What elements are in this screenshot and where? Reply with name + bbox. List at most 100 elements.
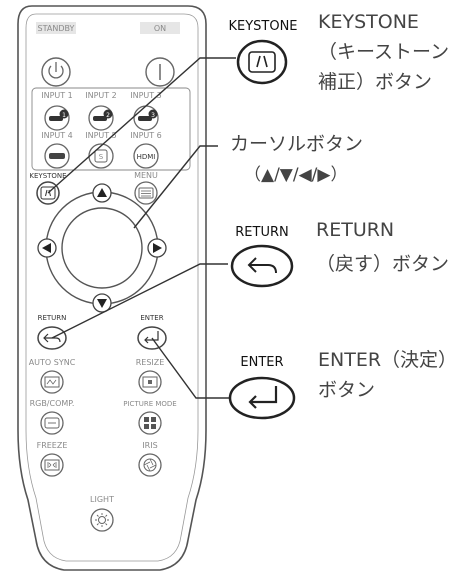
keystone-callout-line-2: （キーストーン (318, 41, 449, 63)
callout-keystone: KEYSTONE KEYSTONE （キーストーン 補正）ボタン (228, 11, 449, 93)
callout-return: RETURN RETURN （戻す）ボタン (230, 219, 449, 288)
input-2-button[interactable]: 2 (88, 105, 114, 131)
auto-sync-button[interactable] (40, 370, 64, 394)
standby-label: STANDBY (38, 24, 75, 33)
enter-leader (151, 337, 230, 399)
input-3-button[interactable]: 3 (133, 105, 159, 131)
input-plug-icon (93, 116, 107, 121)
input-1-badge (59, 109, 69, 119)
enter-callout-line-2: ボタン (318, 379, 375, 401)
enter-label-small: ENTER (140, 314, 163, 322)
return-label-small: RETURN (38, 314, 67, 322)
menu-icon (138, 187, 154, 199)
remote-control: STANDBY ON INPUT 1 INPUT 2 INPUT 3 1 (17, 5, 207, 571)
arrow-up-icon (97, 188, 107, 197)
standby-label-bg (36, 22, 76, 34)
svg-text:1: 1 (62, 112, 66, 119)
enter-callout-line-1: ENTER（決定） (318, 349, 457, 371)
freeze-label: FREEZE (37, 441, 68, 450)
power-icon (48, 62, 64, 79)
resize-icon (142, 376, 158, 388)
rgb-comp-icon (44, 417, 60, 429)
iris-button[interactable] (138, 453, 162, 477)
input-2-label: INPUT 2 (85, 91, 117, 100)
rgb-comp-label: RGB/COMP. (30, 399, 75, 408)
keystone-callout-line-1: KEYSTONE (318, 11, 419, 33)
menu-label-small: MENU (134, 171, 158, 180)
input-1-label: INPUT 1 (41, 91, 73, 100)
resize-label: RESIZE (136, 358, 165, 367)
input-1-button[interactable]: 1 (44, 105, 70, 131)
picture-mode-button[interactable] (138, 411, 162, 435)
freeze-button[interactable] (40, 453, 64, 477)
on-label-bg (140, 22, 180, 34)
component-icon (49, 153, 65, 159)
return-icon (43, 333, 61, 343)
cursor-callout-line-1: カーソルボタン (230, 133, 363, 155)
arrow-left-icon (42, 243, 51, 253)
iris-label: IRIS (142, 441, 157, 450)
input-group-box (31, 87, 191, 171)
keystone-button-large (236, 39, 288, 85)
enter-key-caption: ENTER (240, 355, 283, 370)
standby-button[interactable] (41, 57, 71, 87)
cursor-right-button[interactable] (147, 238, 167, 258)
cursor-pad[interactable] (37, 183, 167, 313)
callout-cursor: カーソルボタン （▲/▼/◀/▶） (230, 133, 363, 185)
callout-enter: ENTER ENTER（決定） ボタン (228, 349, 457, 420)
return-icon-large (247, 257, 277, 274)
input-plug-icon (49, 116, 63, 121)
input-4-button[interactable] (44, 143, 70, 169)
keystone-leader (47, 57, 236, 194)
return-key-caption: RETURN (235, 225, 288, 240)
input-2-badge (103, 109, 113, 119)
hdmi-icon: HDMI (137, 153, 156, 161)
picture-mode-icon (144, 417, 156, 429)
input-5-label: INPUT 5 (85, 131, 117, 140)
cursor-callout-line-2: （▲/▼/◀/▶） (244, 165, 347, 185)
return-leader (51, 263, 228, 339)
menu-button[interactable] (134, 181, 158, 205)
input-6-button[interactable]: HDMI (133, 143, 159, 169)
keystone-key-caption: KEYSTONE (228, 19, 297, 34)
enter-icon-large (248, 386, 278, 409)
auto-sync-icon (44, 376, 60, 388)
light-bulb-icon (95, 513, 109, 527)
cursor-left-button[interactable] (37, 238, 57, 258)
enter-icon (144, 331, 159, 344)
keystone-label-small: KEYSTONE (29, 172, 66, 180)
input-3-label: INPUT 3 (130, 91, 162, 100)
arrow-down-icon (97, 299, 107, 308)
enter-button-large (228, 376, 296, 420)
input-3-badge (148, 109, 158, 119)
cursor-up-button[interactable] (92, 183, 112, 203)
leader-lines (47, 57, 236, 399)
light-label: LIGHT (90, 495, 114, 504)
cursor-pad-center[interactable] (61, 207, 143, 289)
iris-icon (143, 458, 157, 472)
light-button[interactable] (90, 508, 114, 532)
on-button[interactable] (145, 57, 175, 87)
auto-sync-label: AUTO SYNC (29, 358, 76, 367)
svg-text:2: 2 (106, 112, 110, 119)
rgb-comp-button[interactable] (40, 411, 64, 435)
keystone-callout-line-3: 補正）ボタン (318, 71, 432, 93)
cursor-down-button[interactable] (92, 293, 112, 313)
svg-text:3: 3 (151, 112, 155, 119)
keystone-icon-large (248, 51, 276, 73)
s-video-icon (94, 149, 108, 163)
picture-mode-label: PICTURE MODE (123, 400, 176, 408)
arrow-right-icon (153, 243, 162, 253)
input-plug-icon (138, 116, 152, 121)
return-callout-line-2: （戻す）ボタン (316, 253, 449, 275)
input-5-button[interactable]: S (88, 143, 114, 169)
cursor-leader (133, 145, 218, 229)
freeze-icon (44, 459, 60, 471)
remote-inner-shell (25, 13, 199, 562)
svg-text:S: S (99, 153, 104, 161)
on-label: ON (154, 24, 166, 33)
input-4-label: INPUT 4 (41, 131, 73, 140)
resize-button[interactable] (138, 370, 162, 394)
return-callout-line-1: RETURN (316, 219, 394, 241)
